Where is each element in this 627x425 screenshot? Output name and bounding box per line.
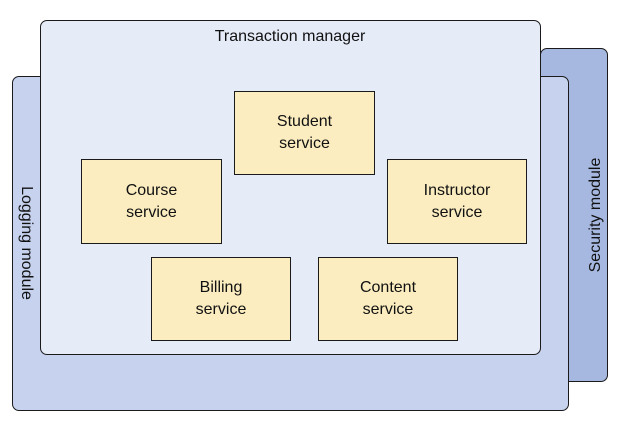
billing-service-box: Billing service — [151, 257, 291, 341]
course-service-suffix: service — [126, 203, 177, 221]
course-service-box: Course service — [81, 159, 222, 244]
instructor-service-name: Instructor — [423, 181, 491, 199]
student-service-name: Student — [276, 113, 333, 130]
content-service-name: Content — [359, 279, 417, 296]
billing-service-suffix: service — [195, 301, 247, 318]
instructor-service-suffix: service — [431, 203, 483, 221]
instructor-service-box: Instructor service — [387, 159, 527, 244]
logging-module-label: Logging module — [18, 186, 35, 300]
transaction-manager-label: Transaction manager — [214, 28, 366, 45]
content-service-box: Content service — [318, 257, 458, 341]
billing-service-name: Billing — [199, 279, 243, 296]
security-module-label: Security module — [587, 157, 604, 273]
course-service-name: Course — [125, 181, 178, 199]
student-service-suffix: service — [279, 135, 330, 152]
content-service-suffix: service — [362, 301, 414, 318]
student-service-box: Student service — [234, 91, 375, 175]
